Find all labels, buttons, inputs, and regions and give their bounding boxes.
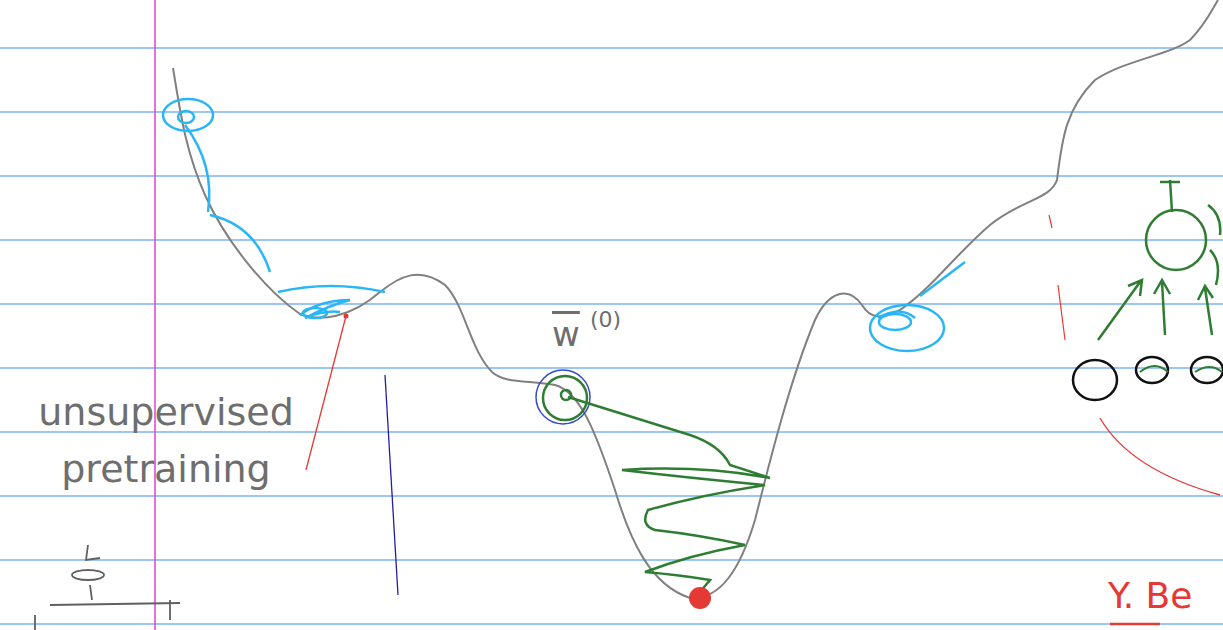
loss-curve xyxy=(173,0,1218,598)
network-sketch xyxy=(1049,180,1223,495)
superscript-index: (0) xyxy=(590,308,642,332)
pretrained-start xyxy=(536,370,590,424)
divider-line xyxy=(385,375,398,595)
margin-line xyxy=(154,0,156,630)
author-initials: Y. Be xyxy=(1108,576,1218,616)
underline xyxy=(1110,623,1160,626)
descent-path-right xyxy=(870,262,965,351)
small-symbol xyxy=(35,545,180,630)
annotation-text: unsupervised pretraining xyxy=(8,384,324,498)
leader-line xyxy=(306,316,346,470)
start-dot xyxy=(344,314,349,319)
minimum-dot xyxy=(689,587,711,609)
finetune-path xyxy=(568,397,770,592)
descent-path-left xyxy=(163,99,385,318)
ruled-lines xyxy=(0,48,1223,624)
weight-symbol: w xyxy=(552,316,584,353)
